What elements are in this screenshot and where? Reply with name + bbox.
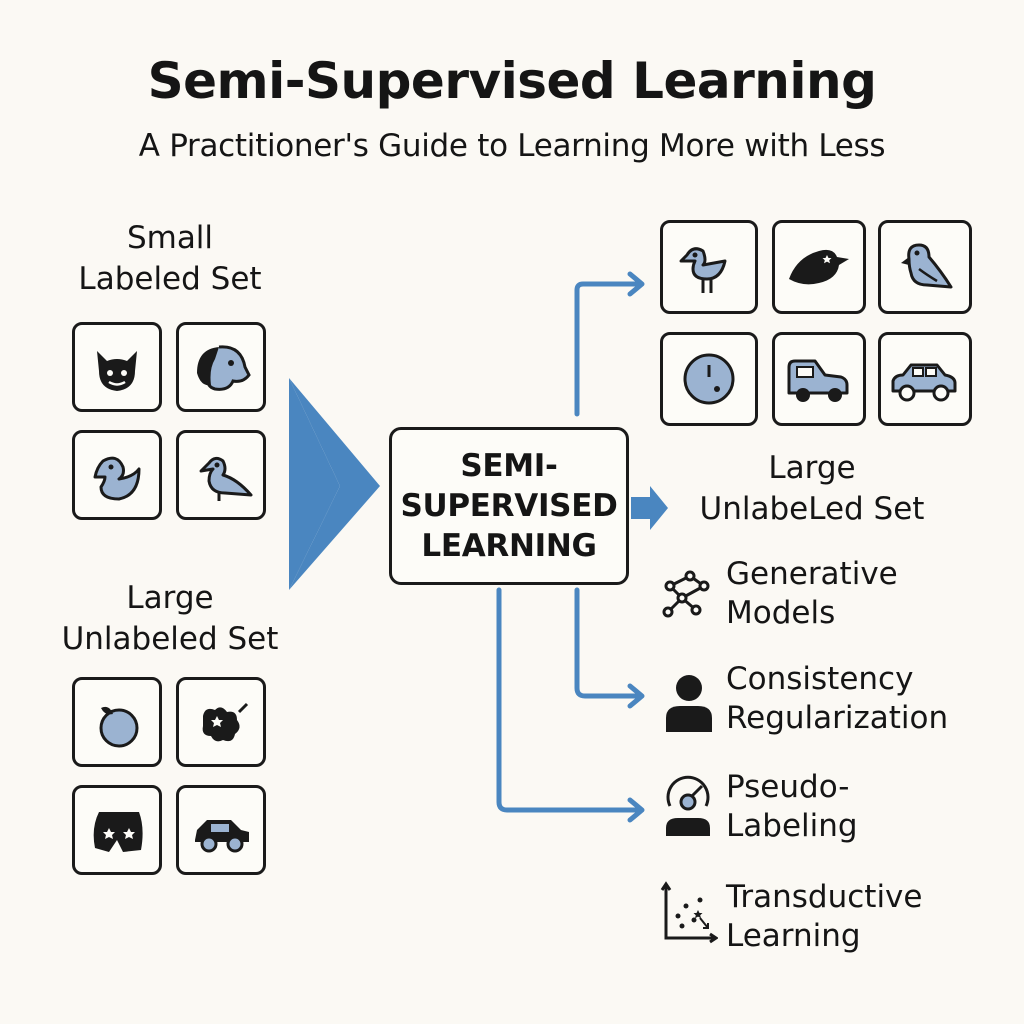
small-labeled-set-label: Small Labeled Set (78, 220, 262, 297)
arrow-to-consistency (574, 587, 643, 699)
bird-icon (199, 456, 253, 501)
duck-icon (93, 456, 141, 501)
tile-duck (72, 430, 162, 520)
large-unlabeled-set-label-left: Large Unlabeled Set (61, 580, 279, 657)
apple-icon (99, 706, 139, 748)
parrot-icon (901, 243, 953, 289)
tile-right-car (878, 332, 972, 426)
method-generative-models: Generative Models (726, 556, 898, 631)
method-consistency-regularization: Consistency Regularization (726, 661, 949, 736)
large-unlabeled-set-label-right: Large UnlabeLed Set (699, 450, 925, 527)
ball-icon (683, 353, 735, 405)
page-subtitle: A Practitioner's Guide to Learning More … (138, 128, 886, 164)
semi-supervised-learning-box: SEMI- SUPERVISED LEARNING (389, 427, 629, 585)
person-icon (666, 675, 712, 732)
car-icon (195, 820, 249, 853)
page-title: Semi-Supervised Learning (147, 52, 877, 110)
network-graph-icon (662, 570, 710, 618)
dog-icon (197, 345, 251, 391)
tile-right-bird-silhouette (772, 220, 866, 314)
tile-cluster (176, 677, 266, 767)
method-pseudo-labeling: Pseudo- Labeling (726, 769, 858, 844)
scatter-axes-icon (660, 881, 718, 944)
tile-right-parrot (878, 220, 972, 314)
arrow-to-unlabeled-grid (574, 281, 643, 417)
tile-right-ball (660, 332, 758, 426)
large-input-arrow-body (289, 378, 340, 590)
bird-silhouette-icon (789, 249, 849, 285)
tile-apple (72, 677, 162, 767)
tile-dog (176, 322, 266, 412)
tile-right-van (772, 332, 866, 426)
tile-right-bird (660, 220, 758, 314)
car-icon (891, 363, 957, 402)
large-input-arrow (289, 378, 380, 590)
tile-cat (72, 322, 162, 412)
arrow-to-pseudo-labeling (496, 587, 643, 813)
bird-icon (679, 247, 727, 293)
person-gauge-icon (666, 775, 710, 836)
van-icon (787, 359, 849, 402)
cluster-icon (202, 702, 249, 742)
tile-bird (176, 430, 266, 520)
tile-car (176, 785, 266, 875)
arrow-to-large-unlabeled (631, 486, 668, 530)
tile-shape (72, 785, 162, 875)
cat-icon (97, 351, 137, 391)
center-label: SEMI- SUPERVISED LEARNING (400, 448, 618, 564)
shape-icon (93, 812, 143, 852)
method-transductive-learning: Transductive Learning (726, 879, 923, 954)
